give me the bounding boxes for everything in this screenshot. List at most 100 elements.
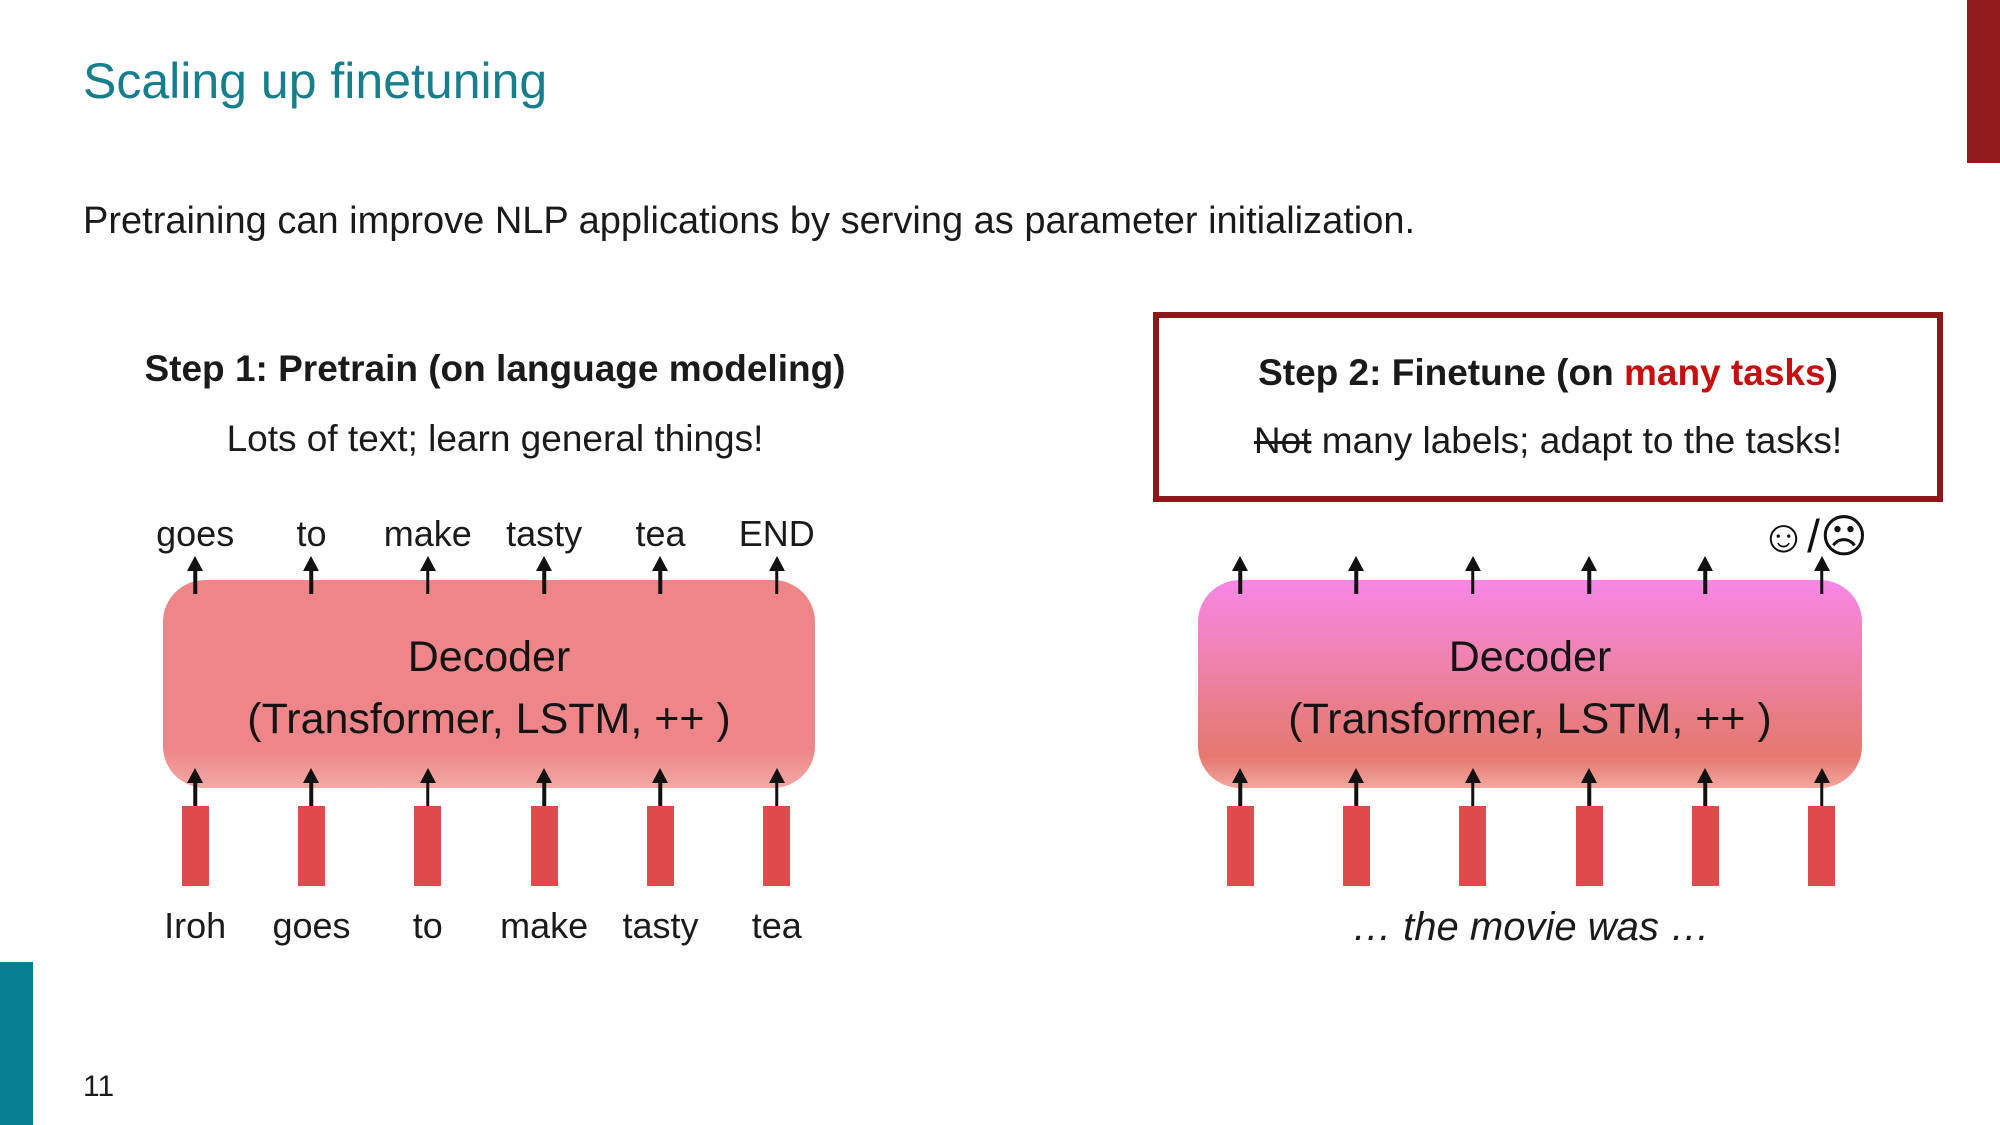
arrow-slot bbox=[1764, 768, 1880, 806]
up-arrow-icon bbox=[419, 768, 437, 806]
output-token: goes bbox=[156, 513, 235, 554]
arrow-slot bbox=[486, 768, 602, 806]
input-token: to bbox=[412, 905, 443, 946]
finetune-output-arrows bbox=[1182, 556, 1880, 594]
up-arrow-icon bbox=[186, 768, 204, 806]
up-arrow-icon bbox=[768, 556, 786, 594]
decoder-label-line2: (Transformer, LSTM, ++ ) bbox=[247, 695, 731, 743]
arrow-slot bbox=[719, 556, 835, 594]
up-arrow-icon bbox=[535, 768, 553, 806]
arrow-slot bbox=[253, 768, 369, 806]
decoder-label-line1: Decoder bbox=[1448, 632, 1612, 681]
up-arrow-icon bbox=[1580, 768, 1598, 806]
up-arrow-icon bbox=[1813, 768, 1831, 806]
step1-subheading: Lots of text; learn general things! bbox=[226, 418, 764, 459]
embedding-bar bbox=[1342, 806, 1370, 886]
output-token: to bbox=[296, 513, 327, 554]
bar-slot bbox=[486, 806, 602, 886]
bar-slot bbox=[137, 806, 253, 886]
finetune-embedding-bars bbox=[1182, 806, 1880, 886]
up-arrow-icon bbox=[302, 768, 320, 806]
up-arrow-icon bbox=[1231, 768, 1249, 806]
bar-slot bbox=[1647, 806, 1763, 886]
step2-heading-prefix: Step 2: Finetune (on bbox=[1258, 352, 1624, 393]
pretrain-output-token-row: goes to make tasty tea END bbox=[137, 513, 835, 559]
step2-callout-box: Step 2: Finetune (on many tasks) Not man… bbox=[1153, 312, 1943, 502]
arrow-slot bbox=[370, 556, 486, 594]
input-token: Iroh bbox=[164, 905, 227, 946]
bar-slot bbox=[1182, 806, 1298, 886]
up-arrow-icon bbox=[651, 556, 669, 594]
finetune-input-arrows bbox=[1182, 768, 1880, 806]
step2-subheading-rest: many labels; adapt to the tasks! bbox=[1311, 420, 1843, 461]
step2-subheading-struck-word: Not bbox=[1253, 420, 1312, 461]
bar-slot bbox=[1415, 806, 1531, 886]
bar-slot bbox=[253, 806, 369, 886]
arrow-slot bbox=[1531, 556, 1647, 594]
step1-heading: Step 1: Pretrain (on language modeling) bbox=[144, 348, 846, 389]
arrow-slot bbox=[1182, 556, 1298, 594]
bar-slot bbox=[1531, 806, 1647, 886]
arrow-slot bbox=[1298, 556, 1414, 594]
embedding-bar bbox=[297, 806, 325, 886]
pretrain-decoder-box: Decoder (Transformer, LSTM, ++ ) bbox=[163, 580, 815, 788]
up-arrow-icon bbox=[302, 556, 320, 594]
decoder-label-line1: Decoder bbox=[407, 632, 571, 681]
finetune-decoder-box: Decoder (Transformer, LSTM, ++ ) bbox=[1198, 580, 1862, 788]
arrow-slot bbox=[602, 556, 718, 594]
finetune-input-caption: … the movie was … bbox=[1352, 905, 1710, 949]
pretrain-input-token-row: Iroh goes to make tasty tea bbox=[137, 905, 835, 951]
input-token: make bbox=[500, 905, 589, 946]
embedding-bar bbox=[1459, 806, 1487, 886]
arrow-slot bbox=[719, 768, 835, 806]
up-arrow-icon bbox=[1696, 556, 1714, 594]
up-arrow-icon bbox=[651, 768, 669, 806]
input-token: tasty bbox=[622, 905, 699, 946]
input-token: tea bbox=[751, 905, 802, 946]
arrow-slot bbox=[1531, 768, 1647, 806]
sentiment-faces-icon: ☺/☹ bbox=[1760, 510, 1868, 562]
up-arrow-icon bbox=[1347, 768, 1365, 806]
step1-heading-group: Step 1: Pretrain (on language modeling) … bbox=[60, 348, 930, 460]
output-token: END bbox=[738, 513, 815, 554]
arrow-slot bbox=[1647, 556, 1763, 594]
decoder-label-line2: (Transformer, LSTM, ++ ) bbox=[1288, 695, 1772, 743]
arrow-slot bbox=[602, 768, 718, 806]
embedding-bar bbox=[530, 806, 558, 886]
arrow-slot bbox=[137, 556, 253, 594]
arrow-slot bbox=[1415, 556, 1531, 594]
arrow-slot bbox=[137, 768, 253, 806]
slide-title: Scaling up finetuning bbox=[83, 53, 548, 109]
pretrain-input-arrows bbox=[137, 768, 835, 806]
step2-heading-highlight: many tasks bbox=[1623, 352, 1826, 393]
page-number: 11 bbox=[83, 1070, 115, 1103]
bar-slot bbox=[1298, 806, 1414, 886]
arrow-slot bbox=[486, 556, 602, 594]
arrow-slot bbox=[1298, 768, 1414, 806]
up-arrow-icon bbox=[1464, 768, 1482, 806]
embedding-bar bbox=[646, 806, 674, 886]
arrow-slot bbox=[1764, 556, 1880, 594]
up-arrow-icon bbox=[1464, 556, 1482, 594]
step2-heading-suffix: ) bbox=[1825, 352, 1838, 393]
up-arrow-icon bbox=[768, 768, 786, 806]
up-arrow-icon bbox=[1696, 768, 1714, 806]
up-arrow-icon bbox=[186, 556, 204, 594]
bottom-left-accent-bar bbox=[0, 962, 33, 1125]
bar-slot bbox=[370, 806, 486, 886]
up-arrow-icon bbox=[1347, 556, 1365, 594]
output-token: make bbox=[383, 513, 472, 554]
up-arrow-icon bbox=[1580, 556, 1598, 594]
pretrain-diagram: goes to make tasty tea END Decoder (Tran… bbox=[137, 513, 835, 983]
embedding-bar bbox=[181, 806, 209, 886]
pretrain-output-arrows bbox=[137, 556, 835, 594]
up-arrow-icon bbox=[535, 556, 553, 594]
up-arrow-icon bbox=[1813, 556, 1831, 594]
finetune-diagram: ☺/☹ Decoder (Transformer, LSTM, ++ ) bbox=[1182, 510, 1880, 983]
arrow-slot bbox=[1647, 768, 1763, 806]
embedding-bar bbox=[1575, 806, 1603, 886]
output-token: tasty bbox=[506, 513, 583, 554]
embedding-bar bbox=[1226, 806, 1254, 886]
arrow-slot bbox=[1182, 768, 1298, 806]
